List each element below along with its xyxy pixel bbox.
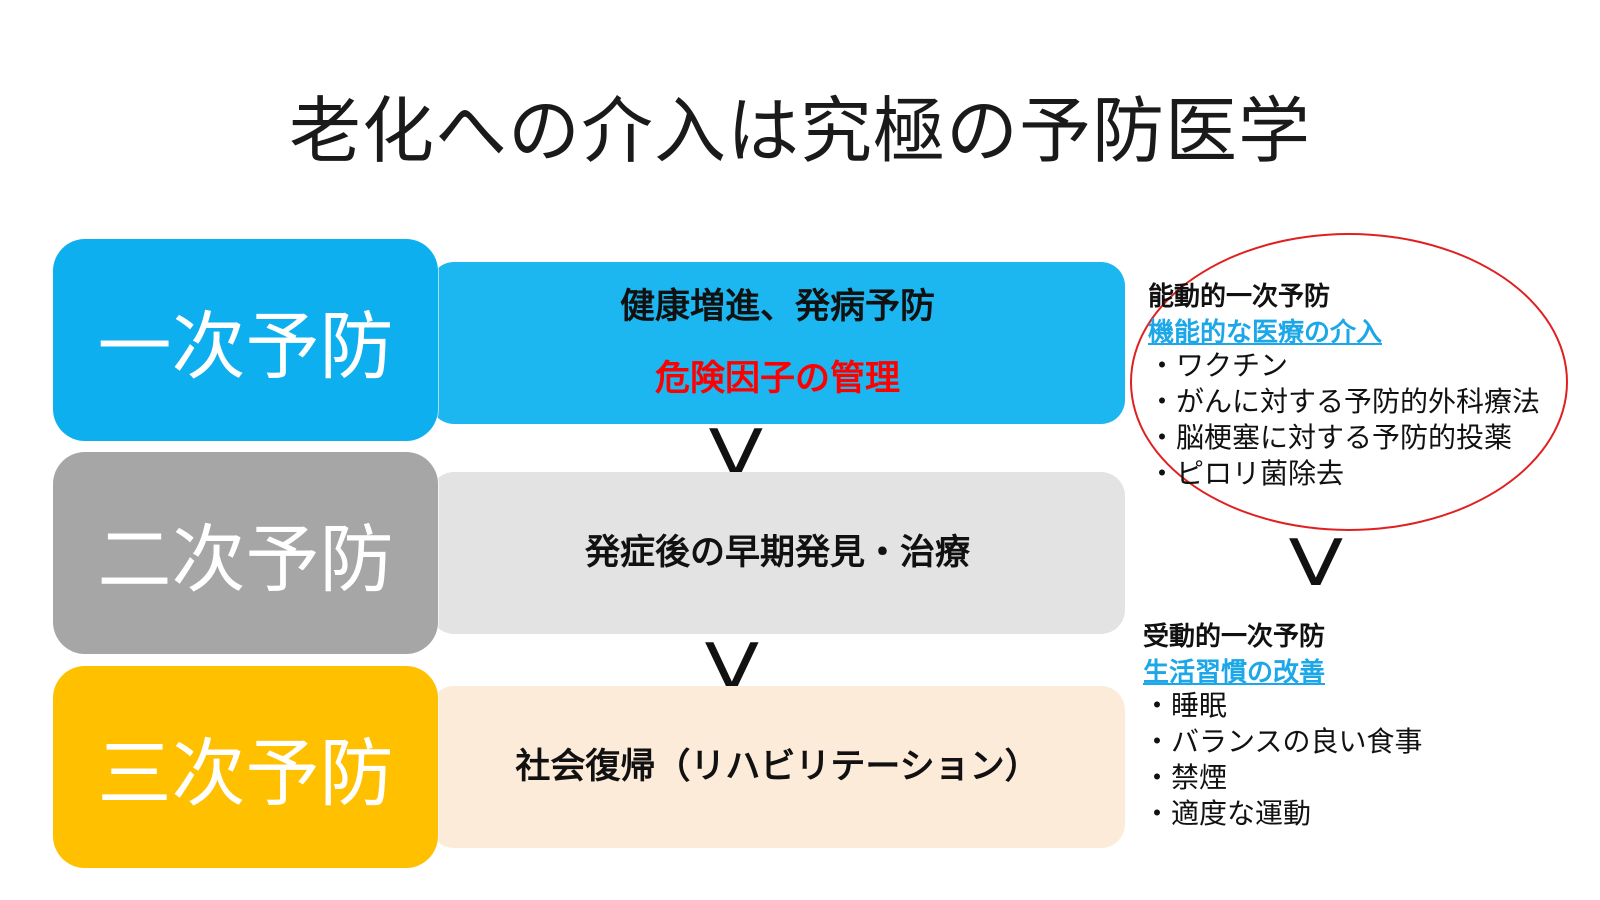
secondary-prevention-detail: 発症後の早期発見・治療 — [430, 472, 1125, 634]
passive-prevention-subheading: 生活習慣の改善 — [1143, 658, 1326, 688]
active-prevention-subheading: 機能的な医療の介入 — [1148, 318, 1383, 348]
primary-detail-line-2: 危険因子の管理 — [654, 359, 900, 399]
list-item: ・睡眠 — [1143, 689, 1228, 722]
list-item: ・ピロリ菌除去 — [1148, 457, 1345, 490]
passive-prevention-list: ・睡眠 ・バランスの良い食事 ・禁煙 ・適度な運動 — [1143, 688, 1422, 832]
secondary-prevention-label: 二次予防 — [53, 452, 438, 654]
tertiary-prevention-label: 三次予防 — [53, 666, 438, 868]
passive-prevention-heading: 受動的一次予防 — [1143, 622, 1326, 652]
primary-prevention-detail: 健康増進、発病予防 危険因子の管理 — [430, 262, 1125, 424]
list-item: ・バランスの良い食事 — [1143, 725, 1423, 758]
secondary-detail-line-1: 発症後の早期発見・治療 — [584, 533, 970, 573]
list-item: ・脳梗塞に対する予防的投薬 — [1148, 421, 1513, 454]
active-prevention-list: ・ワクチン ・がんに対する予防的外科療法 ・脳梗塞に対する予防的投薬 ・ピロリ菌… — [1148, 348, 1540, 492]
chevron-down-icon: V — [1288, 527, 1344, 601]
list-item: ・ワクチン — [1148, 349, 1289, 382]
list-item: ・禁煙 — [1143, 761, 1228, 794]
active-prevention-heading: 能動的一次予防 — [1148, 282, 1331, 312]
list-item: ・適度な運動 — [1143, 797, 1312, 830]
slide-title: 老化への介入は究極の予防医学 — [288, 89, 1311, 173]
highlight-ellipse — [1130, 233, 1568, 531]
tertiary-prevention-detail: 社会復帰（リハビリテーション） — [430, 686, 1125, 848]
tertiary-detail-line-1: 社会復帰（リハビリテーション） — [515, 747, 1040, 787]
primary-detail-line-1: 健康増進、発病予防 — [619, 287, 935, 327]
list-item: ・がんに対する予防的外科療法 — [1148, 385, 1541, 418]
primary-prevention-label: 一次予防 — [53, 239, 438, 441]
